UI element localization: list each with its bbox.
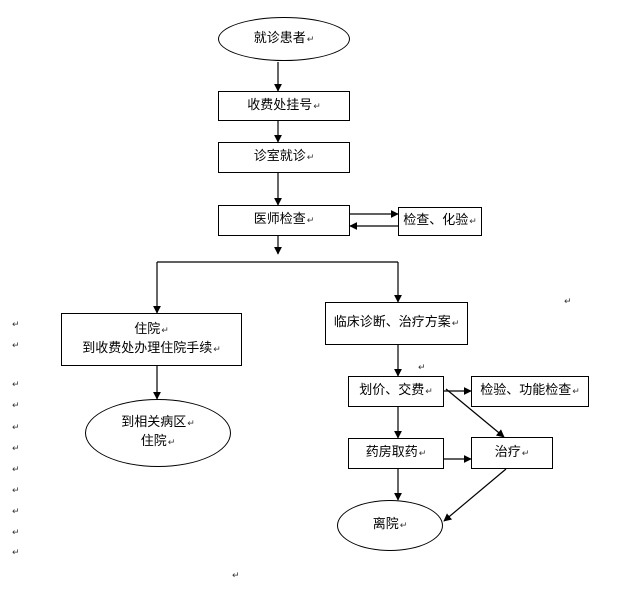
node-doctor-exam-label-line: 医师检查↵ — [254, 211, 315, 230]
node-clinic-visit: 诊室就诊↵ — [218, 142, 350, 173]
paragraph-mark: ↵ — [12, 465, 20, 475]
paragraph-mark: ↵ — [12, 423, 20, 433]
paragraph-mark: ↵ — [12, 320, 20, 330]
node-registration-label-line: 收费处挂号↵ — [247, 97, 321, 116]
start-node-patient-text: 就诊患者 — [253, 30, 306, 46]
node-function-test: 检验、功能检查↵ — [471, 376, 589, 407]
paragraph-mark: ↵ — [12, 444, 20, 454]
node-pharmacy: 药房取药↵ — [348, 438, 444, 469]
node-treatment-label-line: 治疗↵ — [495, 444, 530, 463]
node-lab-test-text: 检查、化验 — [403, 213, 469, 229]
edge-treatment-to-discharge — [443, 468, 507, 522]
node-diagnosis: 临床诊断、治疗方案↵ — [325, 302, 468, 345]
node-ward-text: 住院 — [140, 434, 167, 449]
node-ward: 到相关病区↵住院↵ — [85, 399, 231, 467]
node-admission-text: 到收费处办理住院手续 — [82, 340, 213, 356]
node-function-test-text: 检验、功能检查 — [480, 383, 572, 399]
paragraph-mark: ↵ — [313, 101, 321, 112]
node-doctor-exam-text: 医师检查 — [253, 212, 306, 228]
node-ward-text: 到相关病区 — [121, 415, 187, 431]
paragraph-mark: ↵ — [425, 387, 433, 398]
node-admission-label-line: 到收费处办理住院手续↵ — [82, 340, 221, 359]
node-registration: 收费处挂号↵ — [218, 91, 350, 121]
start-node-patient-label-line: 就诊患者↵ — [254, 30, 315, 49]
paragraph-mark: ↵ — [167, 438, 176, 448]
paragraph-mark: ↵ — [12, 528, 20, 538]
paragraph-mark: ↵ — [232, 571, 240, 581]
paragraph-mark: ↵ — [521, 448, 530, 459]
paragraph-mark: ↵ — [572, 387, 580, 398]
node-treatment-text: 治疗 — [494, 444, 521, 460]
paragraph-mark: ↵ — [12, 380, 20, 390]
start-node-patient: 就诊患者↵ — [218, 17, 350, 61]
paragraph-mark: ↵ — [306, 34, 315, 45]
paragraph-mark: ↵ — [451, 319, 460, 330]
node-pharmacy-label-line: 药房取药↵ — [366, 444, 427, 463]
node-pricing-payment-text: 划价、交费 — [359, 383, 425, 399]
paragraph-mark: ↵ — [187, 419, 195, 430]
paragraph-mark: ↵ — [161, 325, 169, 336]
node-clinic-visit-label-line: 诊室就诊↵ — [254, 148, 315, 167]
paragraph-mark: ↵ — [12, 341, 20, 351]
paragraph-mark: ↵ — [418, 449, 427, 460]
edge-payment-to-treatment — [445, 388, 505, 438]
paragraph-mark: ↵ — [12, 401, 20, 411]
paragraph-mark: ↵ — [12, 548, 20, 558]
end-node-discharge-label-line: 离院↵ — [373, 516, 408, 535]
node-registration-text: 收费处挂号 — [247, 97, 313, 113]
node-pricing-payment-label-line: 划价、交费↵ — [359, 382, 433, 401]
node-ward-label-line: 到相关病区↵ — [121, 414, 195, 433]
node-function-test-label-line: 检验、功能检查↵ — [480, 382, 580, 401]
node-ward-label-line: 住院↵ — [121, 433, 195, 452]
node-pharmacy-text: 药房取药 — [365, 445, 418, 461]
node-treatment: 治疗↵ — [471, 437, 553, 469]
node-pricing-payment: 划价、交费↵ — [348, 376, 444, 407]
end-node-discharge: 离院↵ — [337, 500, 443, 551]
paragraph-mark: ↵ — [399, 521, 408, 532]
paragraph-mark: ↵ — [12, 507, 20, 517]
node-clinic-visit-text: 诊室就诊 — [253, 149, 306, 165]
paragraph-mark: ↵ — [306, 216, 315, 227]
node-lab-test: 检查、化验↵ — [398, 207, 482, 236]
paragraph-mark: ↵ — [213, 344, 221, 355]
node-admission-text: 住院 — [134, 321, 161, 337]
node-admission: 住院↵到收费处办理住院手续↵ — [61, 313, 242, 366]
node-lab-test-label-line: 检查、化验↵ — [403, 212, 477, 231]
node-doctor-exam: 医师检查↵ — [218, 205, 350, 236]
node-diagnosis-text: 临床诊断、治疗方案 — [333, 315, 451, 331]
node-admission-label-line: 住院↵ — [82, 321, 221, 340]
node-diagnosis-label-line: 临床诊断、治疗方案↵ — [334, 314, 460, 333]
paragraph-mark: ↵ — [306, 153, 315, 164]
paragraph-mark: ↵ — [418, 363, 426, 373]
paragraph-mark: ↵ — [469, 217, 477, 228]
end-node-discharge-text: 离院 — [372, 517, 399, 533]
paragraph-mark: ↵ — [12, 486, 20, 496]
paragraph-mark: ↵ — [564, 297, 572, 307]
